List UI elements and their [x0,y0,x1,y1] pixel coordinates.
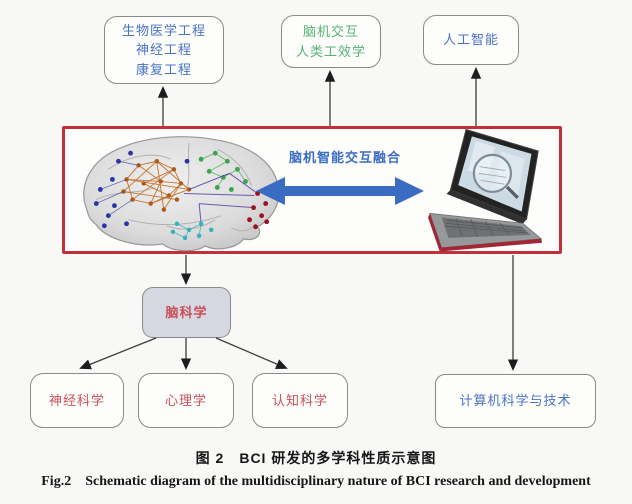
fusion-label: 脑机智能交互融合 [288,150,401,165]
box-biomedical-line2: 神经工程 [135,42,192,58]
box-brain-science: 脑科学 [142,287,231,338]
figure-caption-en: Fig.2 Schematic diagram of the multidisc… [41,474,591,489]
box-psychology-label: 心理学 [164,392,207,408]
box-interaction-line2: 人类工效学 [295,43,366,59]
box-biomedical-line1: 生物医学工程 [121,22,206,38]
box-cognitive-science-label: 认知科学 [271,392,328,408]
fusion-double-arrow [256,177,424,205]
arrow-brain-science-to-cognitive-science [215,337,288,369]
box-interaction-line1: 脑机交互 [302,24,359,39]
box-computer-science-label: 计算机科学与技术 [459,393,572,409]
box-neuroscience-label: 神经科学 [48,392,105,408]
box-artificial-intelligence: 人工智能 [423,15,519,65]
box-computer-science: 计算机科学与技术 [435,374,596,428]
figure-caption-zh: 图 2 BCI 研发的多学科性质示意图 [195,450,437,466]
box-psychology: 心理学 [138,373,234,428]
box-brain-computer-interaction: 脑机交互 人类工效学 [281,15,381,68]
box-cognitive-science: 认知科学 [252,373,348,428]
box-brain-science-label: 脑科学 [165,304,208,320]
box-biomedical-engineering: 生物医学工程 神经工程 康复工程 [104,16,224,84]
brain-network-image [83,136,280,252]
box-ai-label: 人工智能 [442,32,499,48]
box-biomedical-line3: 康复工程 [135,61,192,77]
arrow-brain-science-to-neuroscience [79,337,157,370]
box-neuroscience: 神经科学 [30,373,124,428]
laptop-image [427,129,543,252]
